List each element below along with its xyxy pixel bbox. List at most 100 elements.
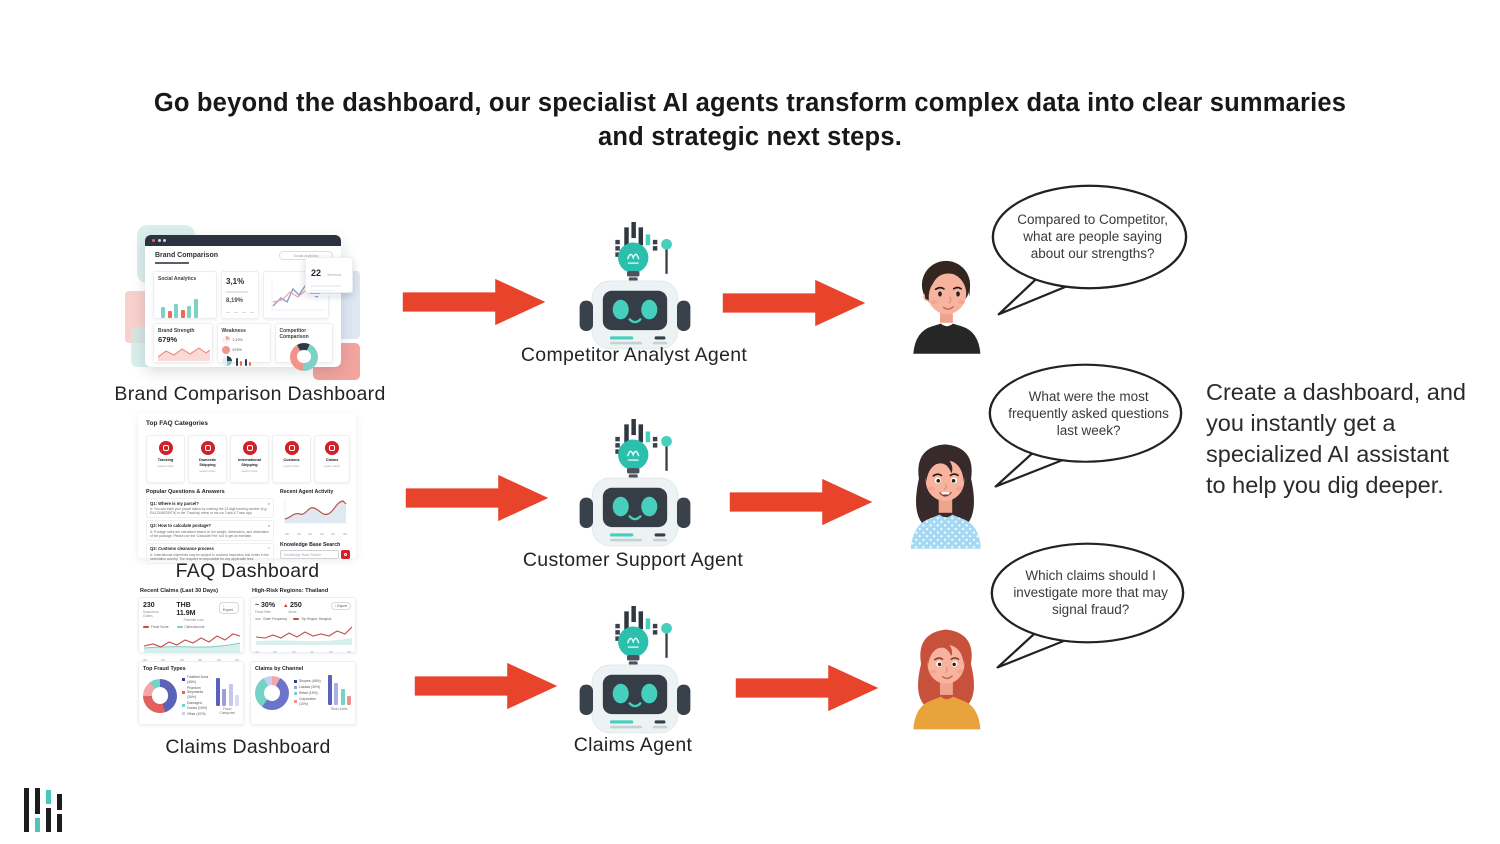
learn-more-link: Learn more <box>283 464 300 469</box>
weakness-card: Weakness 2,19% 679% <box>217 323 271 366</box>
brand-dashboard-thumbnail: ↻ Brand Comparison Social Analytics Soci… <box>125 225 360 380</box>
export-button: ↑ Export <box>218 602 239 614</box>
brand-dashboard-caption: Brand Comparison Dashboard <box>114 383 386 405</box>
activity-line-chart <box>284 499 348 524</box>
fraud-types-legend: Falsified Docs (45%) Phantom Shipments (… <box>182 675 211 716</box>
qa-question: Q2: How to calculate postage? <box>150 523 211 529</box>
stats-card: 3,1% 8,19% <box>221 271 259 319</box>
category-label: Claims <box>325 458 339 462</box>
learn-more-link: Learn more <box>324 464 340 469</box>
weakness-stat2: 679% <box>232 347 242 352</box>
qa-answer: A: Postage rates are calculated based on… <box>150 529 269 539</box>
bar <box>161 307 165 318</box>
alerts-value: 250 <box>290 602 302 609</box>
page-title-line1: Go beyond the dashboard, our specialist … <box>153 89 1347 117</box>
channel-donut-chart <box>255 675 289 710</box>
avatar-woman-illustration <box>910 444 981 549</box>
claims-robot-icon <box>576 606 694 740</box>
page-title: Go beyond the dashboard, our specialist … <box>0 86 1500 154</box>
browser-titlebar <box>145 235 341 246</box>
channel-body: Shopee (45%) Lazada (30%) Retail (15%) C… <box>255 675 351 711</box>
mentions-card: 22 Mentions <box>305 257 353 296</box>
suspicious-claims-value: 230 <box>143 602 155 609</box>
bar <box>187 306 191 318</box>
fraud-bars <box>215 676 239 706</box>
alert-triangle-icon: ▲ <box>283 603 291 609</box>
category-label: Tracking <box>157 458 174 462</box>
qa-item: Q2: How to calculate postage? v A: Postag… <box>146 520 274 542</box>
bar <box>215 677 220 706</box>
mentions-label: Mentions <box>327 273 342 277</box>
qa-item: Q3: Customs clearance process^ A: Intern… <box>146 543 274 565</box>
activity-title: Recent Agent Activity <box>280 489 334 495</box>
qa-answer: A: International shipments may be subjec… <box>150 552 269 562</box>
window-dot-icon <box>163 239 166 242</box>
bar <box>240 360 242 366</box>
bar <box>235 694 239 706</box>
question-text: What were the most frequently asked ques… <box>1008 388 1169 438</box>
weakness-row: 679% <box>221 345 267 354</box>
fraud-types-donut-chart <box>143 678 177 713</box>
page-title-line2: and strategic next steps. <box>597 123 902 151</box>
brand-strength-area-chart <box>157 347 211 361</box>
claims-dashboard-caption: Claims Dashboard <box>165 736 331 758</box>
bar <box>327 675 332 705</box>
avatar-man <box>903 252 989 354</box>
claims-icon <box>325 441 339 455</box>
qa-item: Q1: Where is my parcel?v A: You can trac… <box>146 497 274 519</box>
question-text: Compared to Competitor, what are people … <box>1017 212 1169 262</box>
arrow-right-icon <box>728 476 876 528</box>
suspicious-claims-label: Suspicious Claims <box>143 610 159 618</box>
agent-label: Customer Support Agent <box>522 549 744 571</box>
search-icon <box>343 552 348 557</box>
category-label: Domestic Shipping <box>198 458 217 467</box>
question-text: Which claims should I investigate more t… <box>1013 568 1168 618</box>
risk-bars-block: Risk Levels <box>327 675 351 711</box>
bar <box>244 358 247 366</box>
bar <box>222 688 226 706</box>
export-icon: ↑ <box>334 604 338 608</box>
domestic-shipping-icon <box>200 441 215 455</box>
chevron-down-icon: v <box>267 523 270 529</box>
faq-qa-panel: Popular Questions & Answers Q1: Where is… <box>146 489 274 565</box>
legend-fraud-score: Fraud Score <box>151 625 169 629</box>
weakness-row: 2,19% <box>221 335 267 344</box>
avatar-woman-red-illustration <box>913 629 981 730</box>
competitor-donut-chart <box>290 342 318 371</box>
brand-strength-title: Brand Strength <box>158 328 195 334</box>
arrow-right-icon <box>404 472 552 524</box>
side-note: Create a dashboard, and you instantly ge… <box>1206 379 1466 498</box>
faq-category-card: Customs Learn more <box>272 435 311 483</box>
brand-strength-card: Brand Strength 679% <box>153 323 213 363</box>
speech-bubble: What were the most frequently asked ques… <box>982 362 1187 490</box>
line <box>311 294 341 296</box>
faq-category-card: International Shipping Learn more <box>230 435 269 483</box>
faq-category-card: Tracking Learn more <box>146 435 185 483</box>
fraud-types-title: Top Fraud Types <box>143 666 186 672</box>
mini-bars <box>235 356 251 366</box>
fraud-types-body: Falsified Docs (45%) Phantom Shipments (… <box>143 675 239 716</box>
legend-claim-frequency: Claim Frequency <box>263 617 288 621</box>
bar <box>249 361 251 366</box>
title-underline <box>155 262 189 264</box>
fraud-rate-value: ~ 30% <box>255 602 276 609</box>
recent-claims-card: 230 Suspicious Claims THB 11.9M Potentia… <box>138 597 244 661</box>
recent-claims-chart <box>143 633 241 653</box>
kb-search-input: Knowledge Base Search <box>280 550 339 559</box>
international-shipping-icon <box>242 441 257 455</box>
faq-categories-title: Top FAQ Categories <box>146 420 208 427</box>
learn-more-link: Learn more <box>157 464 174 469</box>
stat-secondary: 8,19% <box>226 297 244 304</box>
line <box>311 285 341 287</box>
alerts-label: Alerts <box>288 610 297 614</box>
faq-dashboard-caption: FAQ Dashboard <box>175 560 320 582</box>
trend-line-chart <box>271 280 326 311</box>
avatar-woman-dark-hair <box>900 437 990 549</box>
competitor-comparison-card: Competitor Comparison <box>275 323 333 371</box>
channel-legend: Shopee (45%) Lazada (30%) Retail (15%) C… <box>294 679 323 706</box>
stats-row: 230 Suspicious Claims THB 11.9M Potentia… <box>143 602 239 622</box>
social-analytics-card: Social Analytics <box>153 271 217 319</box>
qa-question: Q1: Where is my parcel? <box>150 500 199 506</box>
social-analytics-bars <box>158 292 212 318</box>
stat-primary: 3,1% <box>226 277 245 286</box>
